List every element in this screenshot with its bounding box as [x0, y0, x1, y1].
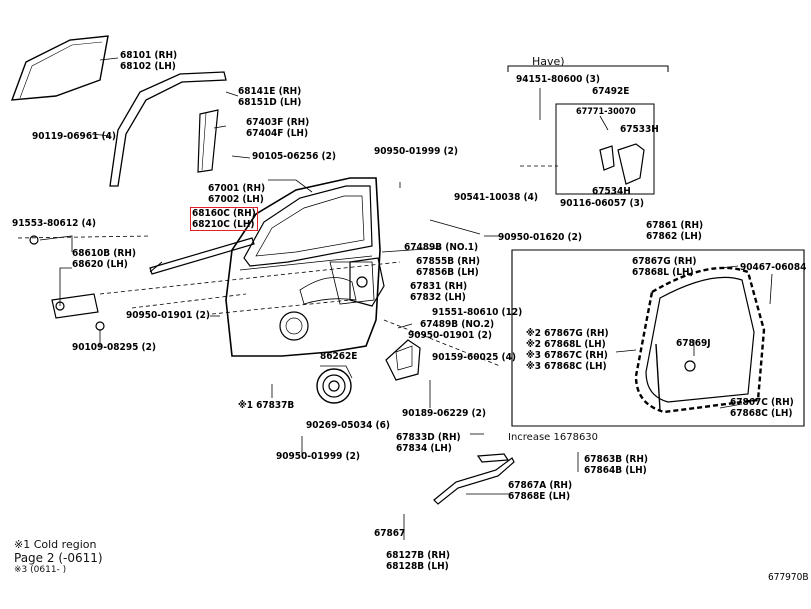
part-number-67856b: 67856B (LH) [416, 267, 479, 278]
part-number-67867: 67867 [374, 528, 406, 539]
part-number-67868c-3: ※3 67868C (LH) [526, 361, 607, 372]
part-number-67492e: 67492E [592, 86, 630, 97]
part-number-68141e: 68141E (RH) [238, 86, 302, 97]
weatherstrip-inset-drawing [511, 249, 805, 427]
part-number-94151: 94151-80600 (3) [516, 74, 600, 85]
part-number-90116: 90116-06057 (3) [560, 198, 644, 209]
part-number-67861: 67861 (RH) [646, 220, 704, 231]
part-number-90159: 90159-60025 (4) [432, 352, 516, 363]
part-number-90269: 90269-05034 (6) [306, 420, 390, 431]
mirror-inset-drawing [507, 65, 669, 195]
part-number-67831: 67831 (RH) [410, 281, 468, 292]
part-number-90105: 90105-06256 (2) [252, 151, 336, 162]
part-number-67489b-1: 67489B (NO.1) [404, 242, 479, 253]
part-number-67862: 67862 (LH) [646, 231, 702, 242]
part-number-90950-a: 90950-01999 (2) [374, 146, 458, 157]
part-number-90541: 90541-10038 (4) [454, 192, 538, 203]
part-number-90950-e: 90950-01999 (2) [276, 451, 360, 462]
speaker-drawing [316, 365, 353, 404]
part-number-67534h: 67534H [592, 186, 631, 197]
part-number-90119: 90119-06961 (4) [32, 131, 116, 142]
part-number-90467: 90467-06084 [740, 262, 807, 273]
part-number-67834: 67834 (LH) [396, 443, 452, 454]
diagram-code: 677970B [768, 572, 809, 583]
part-number-68151d: 68151D (LH) [238, 97, 302, 108]
part-number-90109: 90109-08295 (2) [72, 342, 156, 353]
part-number-67868e: 67868E (LH) [508, 491, 571, 502]
door-lock-drawing [349, 257, 385, 307]
part-number-67868c: 67868C (LH) [730, 408, 793, 419]
part-number-67868l-2: ※2 67868L (LH) [526, 339, 606, 350]
part-number-67855b: 67855B (RH) [416, 256, 480, 267]
scuff-moulding-drawing [433, 453, 515, 505]
division-bar-drawing [197, 109, 219, 173]
part-number-67837b: ※1 67837B [238, 400, 295, 411]
part-number-91551: 91551-80610 (12) [432, 307, 523, 318]
part-number-90950-c: 90950-01901 (2) [408, 330, 492, 341]
highlighted-part-box: 68160C (RH)68210C (LH) [190, 207, 258, 231]
part-number-67833d: 67833D (RH) [396, 432, 461, 443]
part-number-90950-b: 90950-01620 (2) [498, 232, 582, 243]
part-number-67404f: 67404F (LH) [246, 128, 309, 139]
part-number-91553: 91553-80612 (4) [12, 218, 96, 229]
part-number-67867g: 67867G (RH) [632, 256, 697, 267]
part-number-68102: 68102 (LH) [120, 61, 176, 72]
part-number-67863b: 67863B (RH) [584, 454, 648, 465]
part-number-68610b: 68610B (RH) [72, 248, 136, 259]
page-note: Page 2 (-0611) [14, 551, 103, 565]
part-number-90950-d: 90950-01901 (2) [126, 310, 210, 321]
part-number-68210c: 68210C (LH) [192, 219, 255, 230]
inside-handle-drawing [385, 339, 421, 381]
part-number-68101: 68101 (RH) [120, 50, 178, 61]
note-3: ※3 (0611- ) [14, 565, 67, 575]
part-number-67864b: 67864B (LH) [584, 465, 647, 476]
cold-region-note: ※1 Cold region [14, 538, 97, 551]
part-number-67002: 67002 (LH) [208, 194, 264, 205]
increase-note: Increase 1678630 [508, 432, 599, 443]
part-number-68620: 68620 (LH) [72, 259, 128, 270]
hinge-drawing [29, 235, 105, 331]
part-number-67867g-2: ※2 67867G (RH) [526, 328, 609, 339]
have-note: Have) [532, 55, 565, 68]
part-number-67832: 67832 (LH) [410, 292, 466, 303]
part-number-68127b: 68127B (RH) [386, 550, 450, 561]
part-number-67771: 67771-30070 [576, 107, 636, 117]
dashed-leaders [17, 165, 558, 367]
part-number-67489b-2: 67489B (NO.2) [420, 319, 495, 330]
part-number-68160c: 68160C (RH) [192, 208, 256, 219]
part-number-86262e: 86262E [320, 351, 358, 362]
glass-run-channel-drawing [109, 71, 227, 187]
part-number-67533h: 67533H [620, 124, 659, 135]
part-number-67001: 67001 (RH) [208, 183, 266, 194]
part-number-90189: 90189-06229 (2) [402, 408, 486, 419]
door-glass-drawing [10, 35, 109, 101]
part-number-67869j: 67869J [676, 338, 711, 349]
part-number-67403f: 67403F (RH) [246, 117, 310, 128]
leader-lines [39, 57, 773, 540]
part-number-67868l: 67868L (LH) [632, 267, 694, 278]
belt-moulding-drawing [149, 237, 255, 275]
part-number-68128b: 68128B (LH) [386, 561, 449, 572]
part-number-67867c: 67867C (RH) [730, 397, 794, 408]
part-number-67867c-3: ※3 67867C (RH) [526, 350, 608, 361]
part-number-67867a: 67867A (RH) [508, 480, 573, 491]
